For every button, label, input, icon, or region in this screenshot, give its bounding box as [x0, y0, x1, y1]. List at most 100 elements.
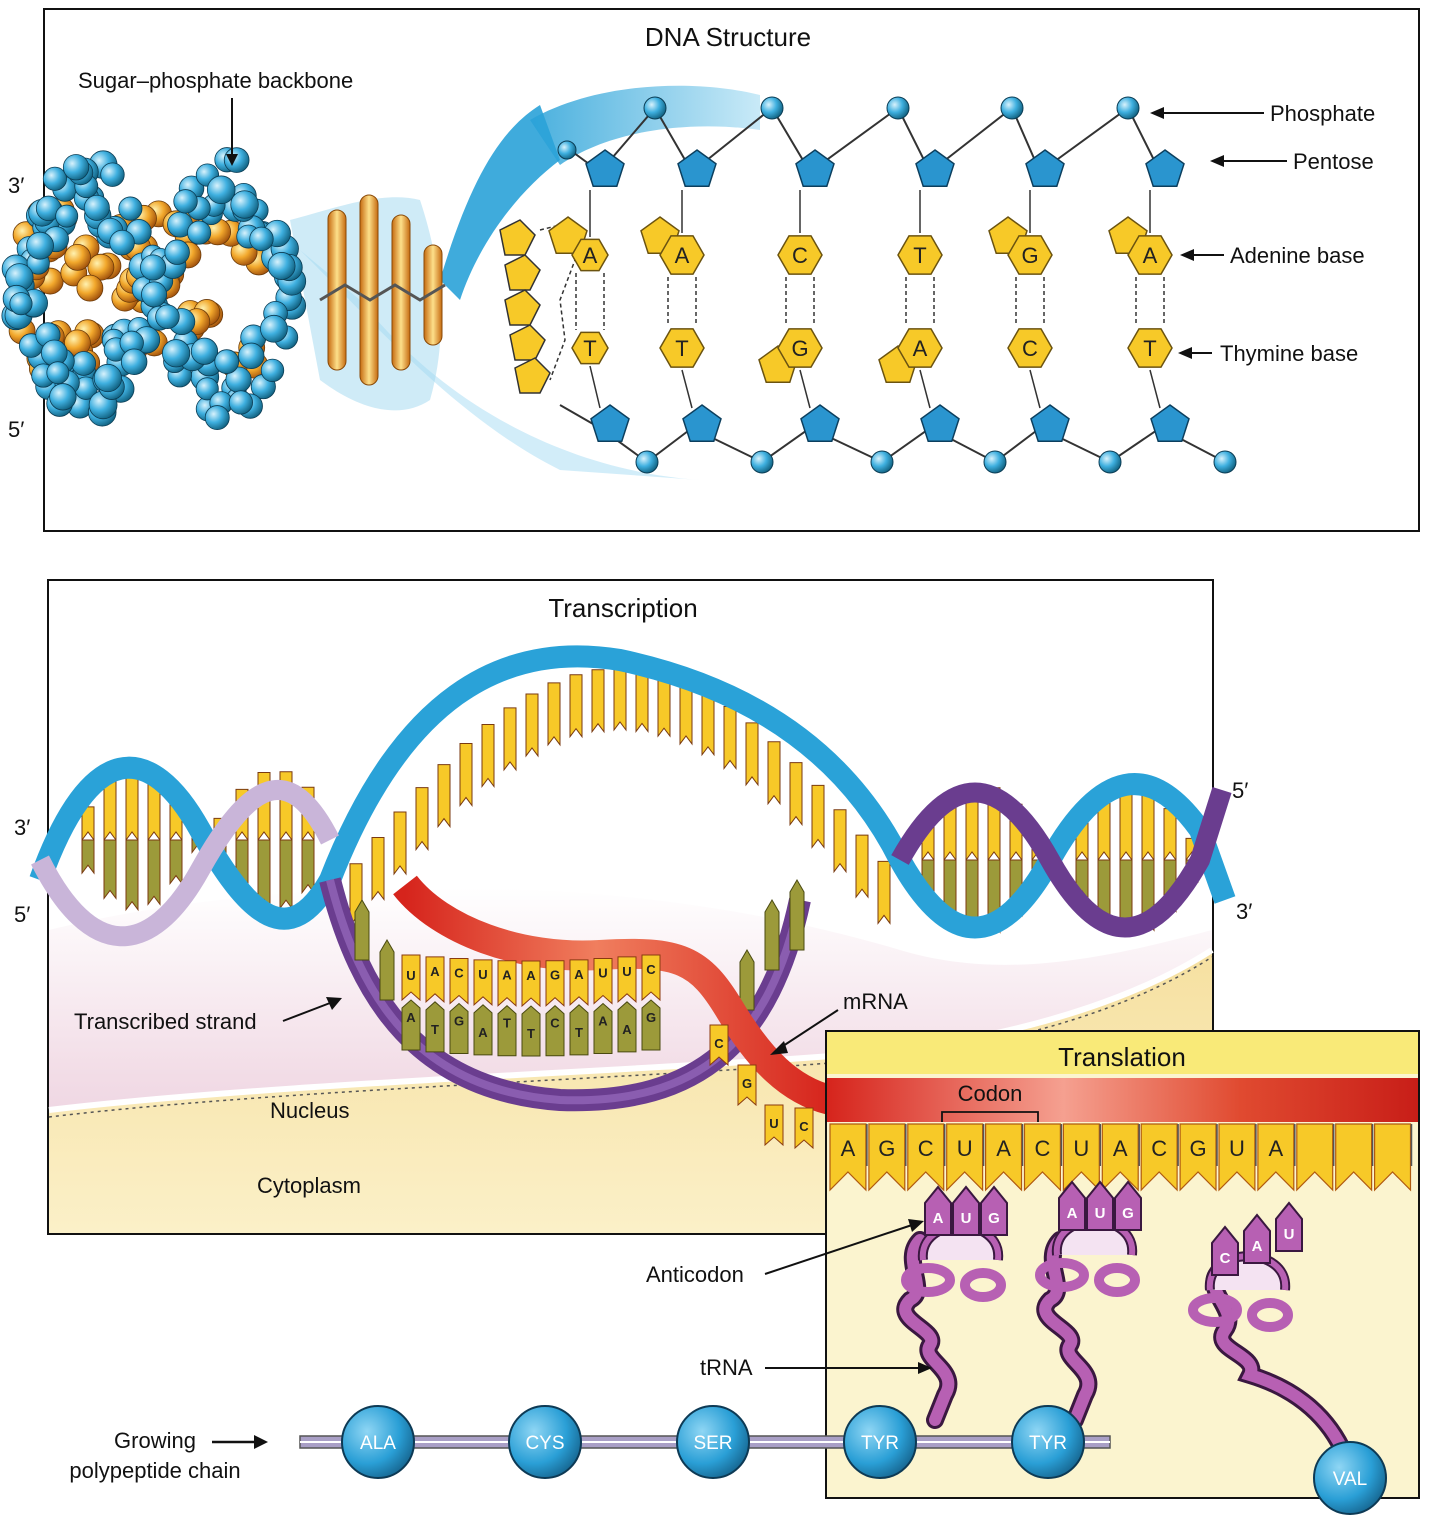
- arch-rung-yellow: [416, 788, 428, 850]
- backbone-atom: [94, 364, 121, 391]
- transcription-title: Transcription: [548, 593, 697, 623]
- polypeptide-arrow-head: [254, 1435, 268, 1449]
- backbone-atom: [215, 350, 239, 374]
- dna-base-letter: A: [478, 1025, 488, 1040]
- mrna-codon-letter: A: [1269, 1136, 1284, 1161]
- backbone-atom: [156, 305, 180, 329]
- amino-acid-label: ALA: [360, 1433, 396, 1454]
- backbone-atom: [119, 197, 142, 220]
- olive-rung: [790, 880, 804, 950]
- mrna-codon-letter: G: [878, 1136, 895, 1161]
- anticodon-letter: A: [1252, 1238, 1263, 1255]
- helix-end-left-top: 3′: [14, 815, 30, 840]
- mrna-base-letter: A: [526, 968, 536, 983]
- arch-rung-yellow: [790, 763, 802, 825]
- arch-rung-yellow: [372, 838, 384, 900]
- helix-rung-olive: [126, 840, 138, 910]
- phosphate-ball: [644, 97, 666, 119]
- phosphate-ball: [871, 451, 893, 473]
- anticodon-letter: A: [1067, 1205, 1078, 1222]
- backbone-atom: [231, 191, 259, 219]
- mrna-codon-letter: U: [957, 1136, 973, 1161]
- mrna-base-letter: A: [502, 968, 512, 983]
- amino-acid-label: TYR: [861, 1433, 899, 1454]
- dna-base-letter: G: [646, 1010, 656, 1025]
- dna-panel-title: DNA Structure: [645, 22, 811, 52]
- backbone-atom: [162, 340, 189, 367]
- backbone-atom: [110, 230, 135, 255]
- anticodon-label: Anticodon: [646, 1262, 744, 1287]
- arch-rung-yellow: [460, 744, 472, 806]
- backbone-atom: [101, 163, 125, 187]
- olive-rung: [740, 950, 754, 1010]
- dna-base-letter: A: [622, 1022, 632, 1037]
- mrna-tail-letter: C: [714, 1036, 724, 1051]
- backbone-atom: [165, 240, 190, 265]
- arch-rung-yellow: [504, 708, 516, 770]
- base-letter-bottom: T: [675, 336, 688, 361]
- backbone-atom: [43, 167, 66, 190]
- mrna-codon-letter: C: [918, 1136, 934, 1161]
- polypeptide-label-line2: polypeptide chain: [69, 1458, 240, 1483]
- amino-acid-label: TYR: [1029, 1433, 1067, 1454]
- dna-end-3prime: 3′: [8, 173, 24, 198]
- anticodon-letter: U: [961, 1210, 972, 1227]
- base-letter-top: C: [792, 243, 808, 268]
- helix-rung-olive: [104, 840, 116, 898]
- backbone-atom: [268, 252, 295, 279]
- base-letter-bottom: C: [1022, 336, 1038, 361]
- mrna-base-letter: U: [478, 967, 487, 982]
- helix-rung-olive: [302, 840, 314, 893]
- arch-rung-yellow: [878, 861, 890, 923]
- phosphate-ball: [751, 451, 773, 473]
- dna-end-5prime: 5′: [8, 417, 24, 442]
- mrna-tail-letter: U: [769, 1116, 778, 1131]
- phosphate-ball: [636, 451, 658, 473]
- backbone-atom: [63, 155, 88, 180]
- dna-base-letter: T: [527, 1026, 535, 1041]
- backbone-atom: [261, 359, 284, 382]
- arch-rung-yellow: [526, 694, 538, 756]
- thymine-label: Thymine base: [1220, 341, 1358, 366]
- backbone-atom: [10, 293, 32, 315]
- mrna-base-letter: A: [574, 967, 584, 982]
- mrna-base-letter: U: [406, 968, 415, 983]
- mrna-codon-letter: C: [1151, 1136, 1167, 1161]
- dna-base-letter: T: [575, 1025, 583, 1040]
- arch-rung-yellow: [768, 742, 780, 804]
- mrna-base-letter: C: [646, 962, 656, 977]
- anticodon-letter: A: [933, 1210, 944, 1227]
- amino-acid-label: CYS: [525, 1433, 564, 1454]
- backbone-atom: [205, 406, 229, 430]
- dna-base-letter: A: [598, 1014, 608, 1029]
- mrna-base-letter: U: [598, 966, 607, 981]
- adenine-label: Adenine base: [1230, 243, 1365, 268]
- anticodon-letter: G: [988, 1210, 1000, 1227]
- base-letter-bottom: T: [583, 336, 596, 361]
- arch-rung-yellow: [482, 725, 494, 787]
- mrna-base-letter: G: [550, 968, 560, 983]
- helix-rung-yellow: [126, 770, 138, 840]
- base-letter-top: A: [675, 243, 690, 268]
- base-letter-top: T: [913, 243, 926, 268]
- dna-base-letter: T: [503, 1016, 511, 1031]
- translation-title: Translation: [1058, 1042, 1186, 1072]
- backbone-atom: [141, 282, 166, 307]
- base-atom: [77, 275, 103, 301]
- mrna-base-letter: A: [430, 964, 440, 979]
- mrna-codon-letter: A: [996, 1136, 1011, 1161]
- helix-rung-yellow: [1164, 809, 1176, 860]
- base-letter-bottom: A: [913, 336, 928, 361]
- arch-rung-yellow: [592, 670, 604, 732]
- backbone-atom: [121, 349, 147, 375]
- mrna-codon-letter: U: [1073, 1136, 1089, 1161]
- base-letter-top: A: [1143, 243, 1158, 268]
- mrna-band: [827, 1078, 1418, 1122]
- base-letter-top: G: [1021, 243, 1038, 268]
- phosphate-label: Phosphate: [1270, 101, 1375, 126]
- phosphate-ball: [1001, 97, 1023, 119]
- amino-acid-label: SER: [693, 1433, 732, 1454]
- base-letter-top: A: [583, 243, 598, 268]
- mrna-base-letter: U: [622, 964, 631, 979]
